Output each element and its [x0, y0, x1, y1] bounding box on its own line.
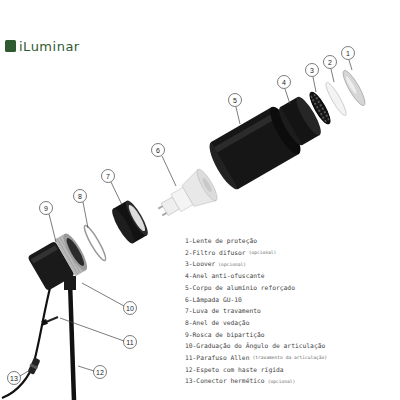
part-list-item: 4-Anel anti-ofuscante: [185, 273, 265, 279]
gu10-lamp: [151, 167, 220, 228]
optional-note: (opcional): [249, 251, 277, 256]
part-list-item: 8-Anel de vedação: [185, 320, 249, 326]
part-list-item: 9-Rosca de bipartição: [185, 332, 265, 338]
allen-screw: [41, 317, 58, 326]
callout-number: 6: [156, 147, 160, 154]
part-list-item: 13-Conector hermético: [185, 378, 265, 384]
callout-number: 11: [126, 339, 133, 346]
callout-number: 4: [282, 79, 286, 86]
part-list-item: 3-Loover: [185, 261, 215, 267]
diffuser-filter: [323, 81, 349, 118]
cable: [2, 280, 52, 398]
logo-mark: [5, 40, 16, 52]
optional-note: (opcional): [268, 380, 296, 385]
part-list-item: 2-Filtro difusor: [185, 250, 246, 256]
hermetic-connector: [27, 357, 41, 375]
callout-number: 8: [78, 193, 82, 200]
part-list-item: 6-Lâmpada GU-10: [185, 297, 242, 303]
callout-number: 2: [328, 59, 332, 66]
callout-number: 7: [106, 173, 110, 180]
part-list-item: 10-Graduação do Ângulo de articulação: [185, 343, 325, 349]
callout-number: 9: [44, 205, 48, 212]
callout-number: 5: [233, 97, 237, 104]
callout-number: 13: [10, 375, 18, 382]
part-list-item: 5-Corpo de alumínio reforçado: [185, 285, 295, 291]
logo-wordmark: iLuminar: [19, 40, 80, 53]
sealing-ring: [82, 224, 109, 263]
part-list-item: 11-Parafuso Allen: [185, 355, 249, 361]
callout-number: 1: [346, 50, 350, 57]
optional-note: (travamento da articulação): [252, 356, 327, 361]
spike: [64, 276, 76, 400]
locking-sleeve: [109, 198, 152, 246]
part-list-item: 1-Lente de proteção: [185, 238, 257, 244]
part-list-item: 12-Espeto com haste rígida: [185, 367, 284, 373]
callout-number: 12: [96, 369, 104, 376]
callout-circles: [8, 47, 355, 385]
leader-lines: [20, 60, 352, 376]
callout-number: 3: [310, 67, 314, 74]
callout-number: 10: [126, 305, 134, 312]
threaded-housing: [27, 231, 91, 292]
optional-note: (opcional): [218, 263, 246, 268]
part-list-item: 7-Luva de travamento: [185, 308, 261, 314]
protective-lens: [340, 68, 369, 108]
